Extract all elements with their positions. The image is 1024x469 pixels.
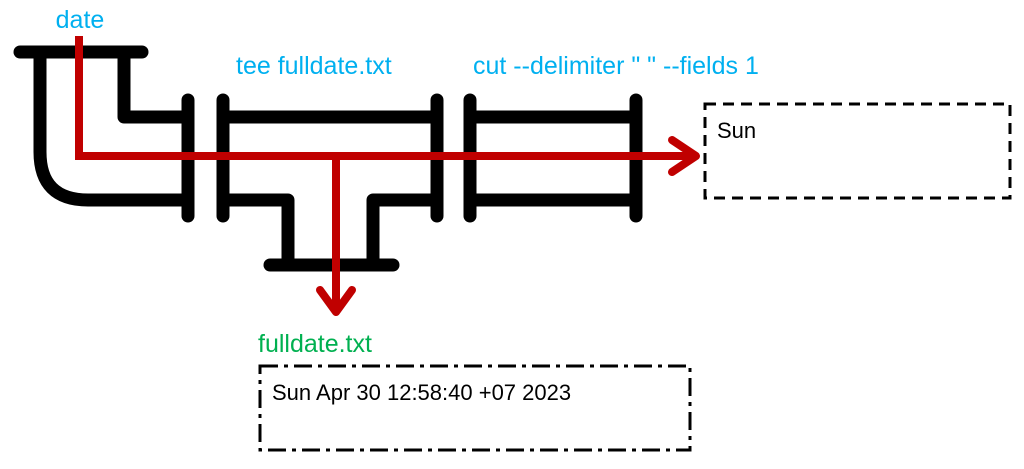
arrow-down-icon — [316, 286, 356, 316]
arrow-right-icon — [668, 136, 700, 176]
command-cut-label: cut --delimiter " " --fields 1 — [473, 52, 759, 80]
elbow-pipe — [13, 45, 195, 223]
command-date-label: date — [56, 6, 105, 34]
tee-pipe — [216, 93, 444, 272]
stdout-text: Sun — [717, 118, 756, 143]
file-name-label: fulldate.txt — [258, 330, 372, 358]
data-flow — [75, 36, 700, 316]
file-content-text: Sun Apr 30 12:58:40 +07 2023 — [272, 380, 571, 405]
command-tee-label: tee fulldate.txt — [236, 52, 392, 80]
stdout-box — [703, 102, 1012, 200]
file-output-box — [258, 364, 692, 452]
